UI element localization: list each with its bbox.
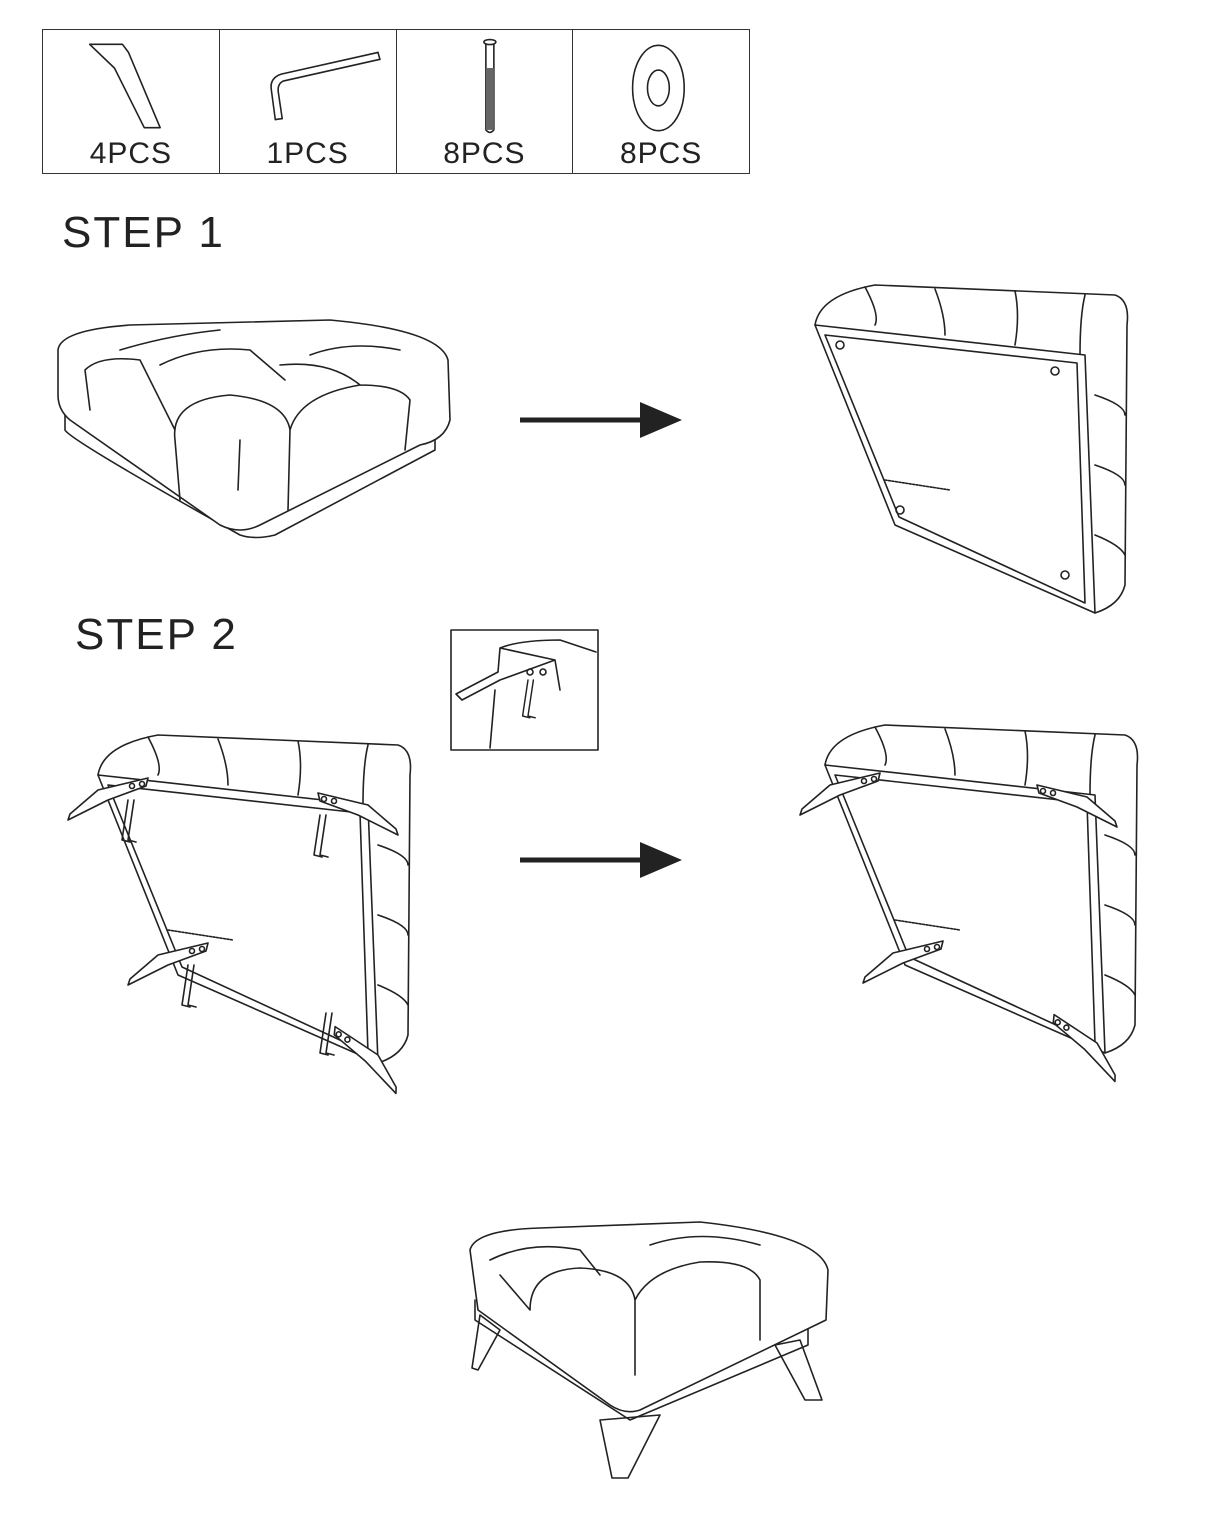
allen-key-icon [270,51,381,121]
part-leg: 4PCS [43,30,220,173]
part-bolt: 8PCS [397,30,574,173]
part-qty: 8PCS [619,137,703,170]
part-allen-key: 1PCS [220,30,397,173]
ottoman-legs-attached [799,724,1139,1083]
part-washer: 8PCS [573,30,749,173]
step-1-heading: STEP 1 [62,208,225,257]
step-2-heading: STEP 2 [75,610,238,659]
part-qty: 4PCS [89,137,173,170]
part-qty: 1PCS [266,137,349,170]
detail-inset [450,629,599,751]
ottoman-finished [469,1221,829,1479]
ottoman-upright [57,319,451,539]
bolt-icon [482,38,497,134]
arrow-right-icon [520,842,682,878]
part-qty: 8PCS [443,137,526,170]
parts-table: 4PCS 1PCS 8PCS 8PCS [42,29,750,174]
washer-icon [632,44,686,132]
sofa-leg-icon [88,43,161,129]
arrow-right-icon [520,402,682,438]
ottoman-attaching-legs [67,734,412,1095]
ottoman-flipped [814,284,1129,614]
